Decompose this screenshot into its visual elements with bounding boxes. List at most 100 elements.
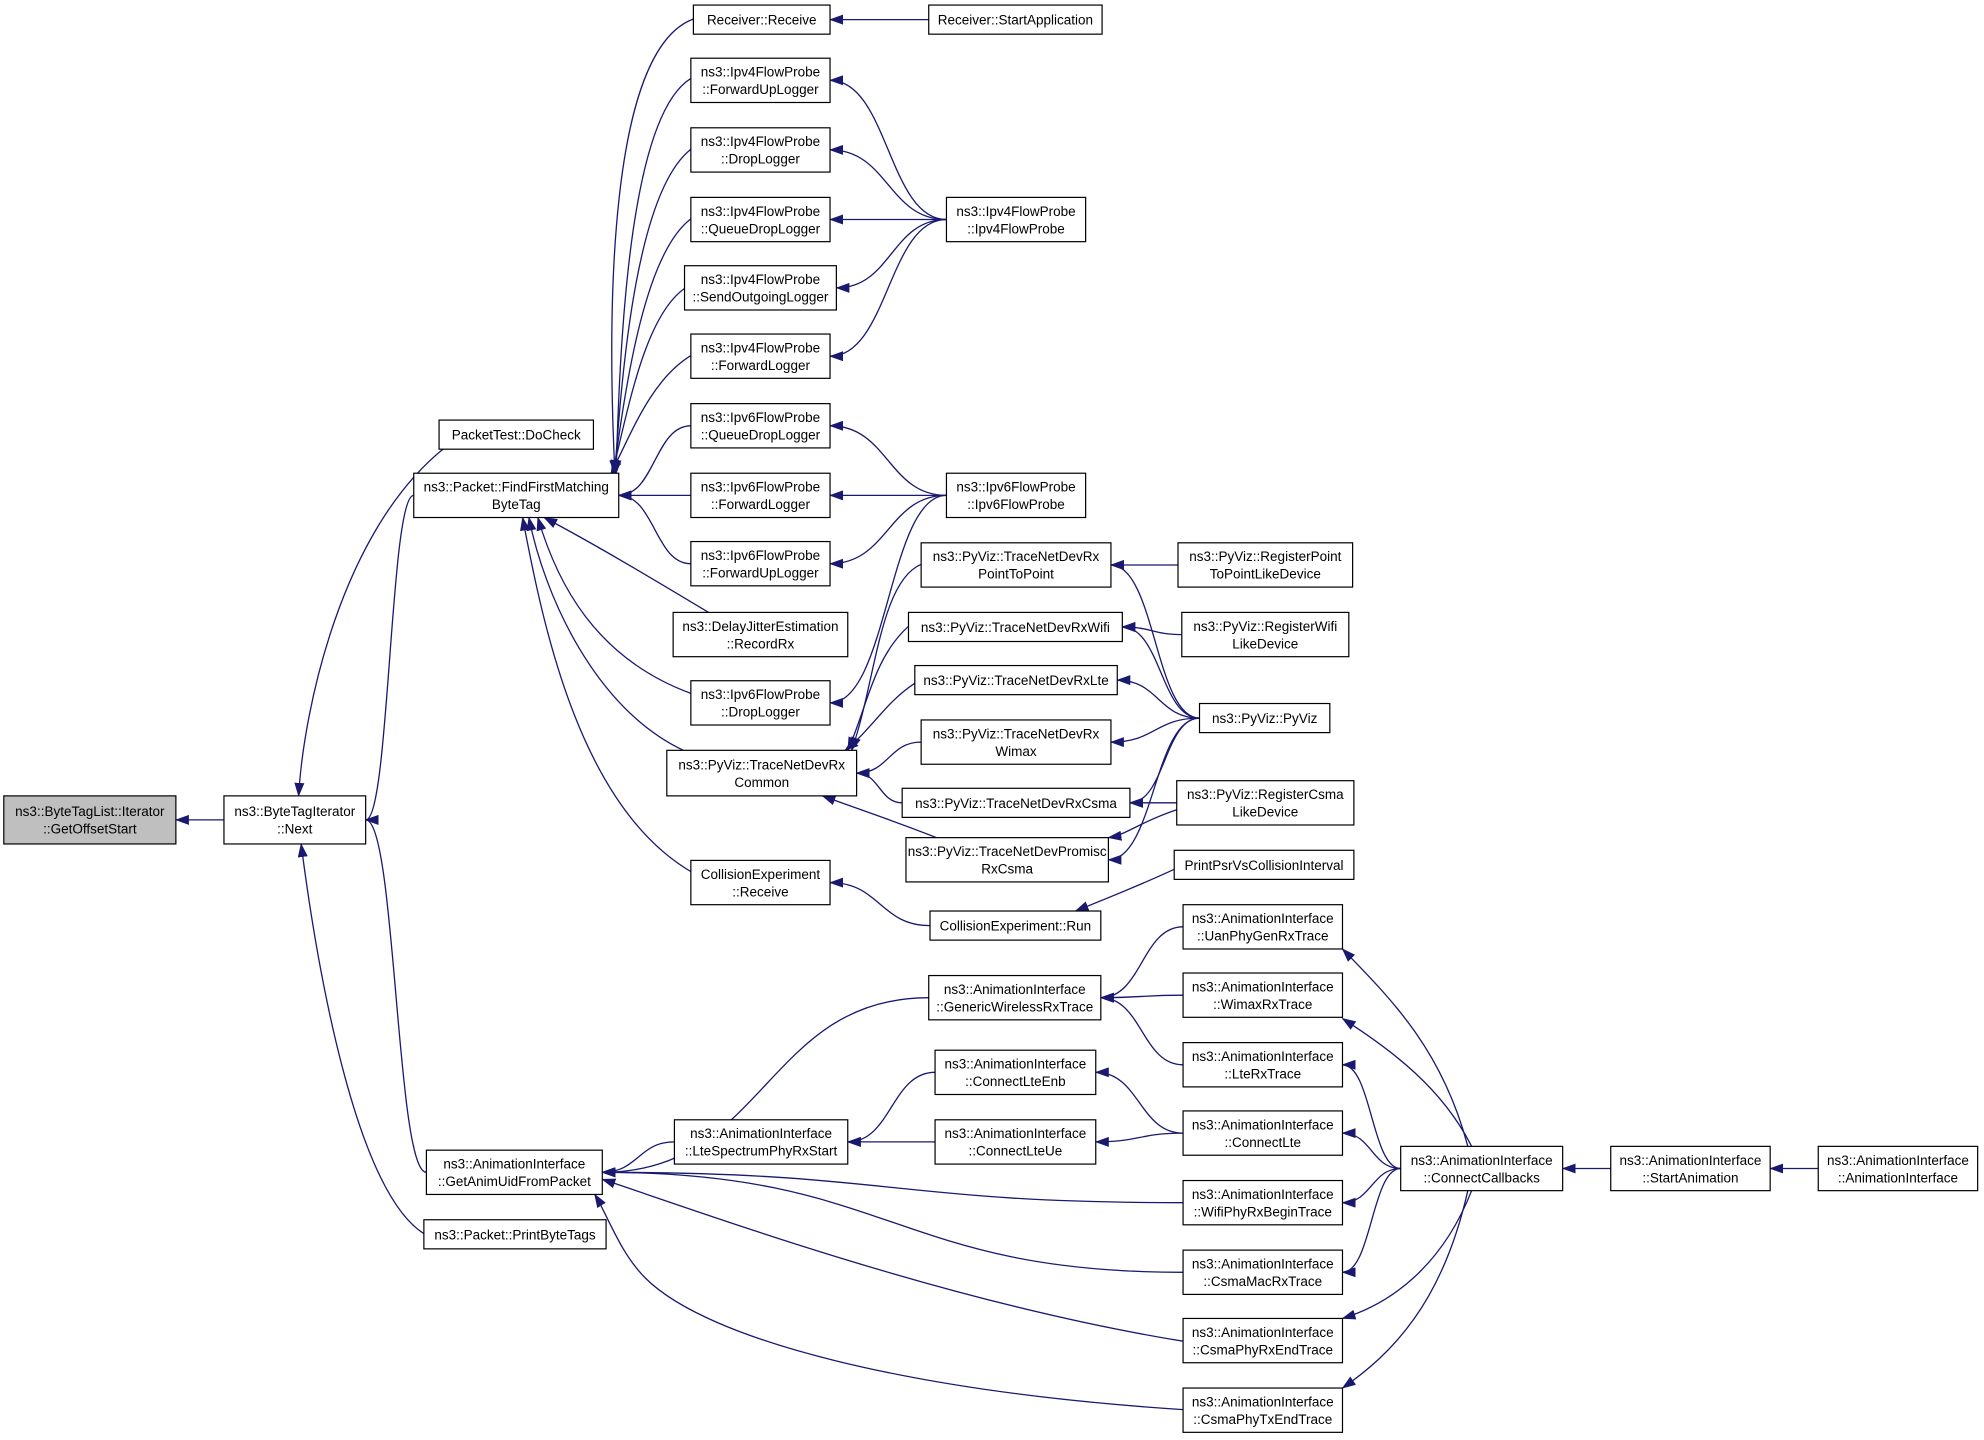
edge-connCb-to-lteRx bbox=[1341, 1059, 1401, 1170]
node-box bbox=[690, 403, 831, 449]
node-v4Probe[interactable]: ns3::Ipv4FlowProbe::Ipv4FlowProbe bbox=[945, 196, 1087, 243]
node-box bbox=[690, 196, 831, 243]
node-label-line: ns3::PyViz::RegisterCsma bbox=[1187, 787, 1344, 802]
node-printByteTags[interactable]: ns3::Packet::PrintByteTags bbox=[423, 1219, 607, 1250]
edge-pyviz-to-tPromisc bbox=[1107, 717, 1200, 865]
node-box bbox=[907, 611, 1123, 643]
node-v6FwdUp[interactable]: ns3::Ipv6FlowProbe::ForwardUpLogger bbox=[690, 540, 831, 587]
edge-v6FwdUp-to-findFirst bbox=[617, 490, 691, 565]
node-connLte[interactable]: ns3::AnimationInterface::ConnectLte bbox=[1182, 1110, 1344, 1156]
node-label-line: ::GetOffsetStart bbox=[43, 822, 137, 837]
node-csmaPhyRx[interactable]: ns3::AnimationInterface::CsmaPhyRxEndTra… bbox=[1182, 1317, 1344, 1364]
node-label-line: ns3::Ipv4FlowProbe bbox=[701, 204, 820, 219]
node-v4Fwd[interactable]: ns3::Ipv4FlowProbe::ForwardLogger bbox=[690, 333, 831, 379]
node-label-line: ns3::Ipv4FlowProbe bbox=[701, 134, 820, 149]
node-printPsr[interactable]: PrintPsrVsCollisionInterval bbox=[1173, 849, 1355, 880]
node-label-line: Receiver::StartApplication bbox=[938, 13, 1093, 28]
node-startAnim[interactable]: ns3::AnimationInterface::StartAnimation bbox=[1610, 1145, 1771, 1192]
node-next[interactable]: ns3::ByteTagIterator::Next bbox=[223, 795, 367, 845]
node-connEnb[interactable]: ns3::AnimationInterface::ConnectLteEnb bbox=[934, 1049, 1097, 1096]
node-wifiPhy[interactable]: ns3::AnimationInterface::WifiPhyRxBeginT… bbox=[1182, 1179, 1344, 1226]
node-csmaPhyTx[interactable]: ns3::AnimationInterface::CsmaPhyTxEndTra… bbox=[1182, 1387, 1344, 1433]
node-genWireless[interactable]: ns3::AnimationInterface::GenericWireless… bbox=[928, 974, 1102, 1021]
node-v6Fwd[interactable]: ns3::Ipv6FlowProbe::ForwardLogger bbox=[690, 472, 831, 519]
node-label-line: LikeDevice bbox=[1232, 805, 1298, 820]
node-label-line: ns3::PyViz::PyViz bbox=[1212, 711, 1318, 726]
node-label-line: ns3::Ipv6FlowProbe bbox=[701, 548, 820, 563]
node-csmaMac[interactable]: ns3::AnimationInterface::CsmaMacRxTrace bbox=[1182, 1249, 1344, 1296]
edge-tWifi-to-traceCommon bbox=[847, 625, 909, 752]
node-v4Drop[interactable]: ns3::Ipv4FlowProbe::DropLogger bbox=[690, 127, 831, 173]
node-label-line: ::QueueDropLogger bbox=[701, 221, 821, 236]
node-box bbox=[1173, 849, 1355, 880]
node-box bbox=[690, 57, 831, 104]
node-box bbox=[920, 542, 1112, 588]
node-v6Drop[interactable]: ns3::Ipv6FlowProbe::DropLogger bbox=[690, 680, 831, 726]
node-label-line: ns3::AnimationInterface bbox=[1192, 1325, 1334, 1340]
node-box bbox=[673, 1119, 849, 1165]
edge-v4Probe-to-v4Drop bbox=[829, 144, 947, 221]
node-connUe[interactable]: ns3::AnimationInterface::ConnectLteUe bbox=[934, 1119, 1097, 1165]
node-v6QDrop[interactable]: ns3::Ipv6FlowProbe::QueueDropLogger bbox=[690, 403, 831, 449]
edge-v4Send-to-findFirst bbox=[610, 287, 685, 475]
edge-tPromisc-to-traceCommon bbox=[821, 795, 937, 839]
edge-v4Drop-to-findFirst bbox=[610, 148, 692, 475]
edge-connEnb-to-lteSpec bbox=[846, 1071, 936, 1147]
node-box bbox=[945, 472, 1087, 519]
node-box bbox=[692, 4, 831, 35]
node-label-line: ::CsmaPhyRxEndTrace bbox=[1193, 1342, 1334, 1357]
edge-pyviz-to-tWifi bbox=[1121, 622, 1200, 719]
node-label-line: RxCsma bbox=[981, 862, 1033, 877]
node-lteSpec[interactable]: ns3::AnimationInterface::LteSpectrumPhyR… bbox=[673, 1119, 849, 1165]
node-wimaxRx[interactable]: ns3::AnimationInterface::WimaxRxTrace bbox=[1182, 972, 1344, 1018]
node-v6Probe[interactable]: ns3::Ipv6FlowProbe::Ipv6FlowProbe bbox=[945, 472, 1087, 519]
node-recvReceive[interactable]: Receiver::Receive bbox=[692, 4, 831, 35]
node-root[interactable]: ns3::ByteTagList::Iterator::GetOffsetSta… bbox=[3, 795, 177, 845]
node-getAnim[interactable]: ns3::AnimationInterface::GetAnimUidFromP… bbox=[425, 1149, 603, 1196]
node-box bbox=[1400, 1145, 1564, 1192]
node-box bbox=[1182, 1317, 1344, 1364]
edge-getAnim-to-next bbox=[364, 815, 427, 1173]
node-box bbox=[423, 1219, 607, 1250]
edge-connCb-to-wifiPhy bbox=[1341, 1167, 1401, 1208]
node-v4Send[interactable]: ns3::Ipv4FlowProbe::SendOutgoingLogger bbox=[683, 265, 837, 311]
node-doCheck[interactable]: PacketTest::DoCheck bbox=[438, 419, 595, 450]
node-label-line: ns3::Ipv6FlowProbe bbox=[701, 480, 820, 495]
node-tCsma[interactable]: ns3::PyViz::TraceNetDevRxCsma bbox=[901, 787, 1131, 818]
node-collRecv[interactable]: CollisionExperiment::Receive bbox=[690, 859, 831, 906]
node-box bbox=[928, 974, 1102, 1021]
node-tLte[interactable]: ns3::PyViz::TraceNetDevRxLte bbox=[914, 664, 1118, 696]
node-label-line: ::ForwardUpLogger bbox=[702, 565, 819, 580]
node-collRun[interactable]: CollisionExperiment::Run bbox=[929, 910, 1102, 941]
node-recvStart[interactable]: Receiver::StartApplication bbox=[928, 4, 1103, 35]
node-pyviz[interactable]: ns3::PyViz::PyViz bbox=[1198, 702, 1331, 734]
node-box bbox=[934, 1049, 1097, 1096]
node-box bbox=[905, 837, 1110, 883]
node-v4FwdUp[interactable]: ns3::Ipv4FlowProbe::ForwardUpLogger bbox=[690, 57, 831, 104]
node-label-line: ns3::AnimationInterface bbox=[1620, 1153, 1762, 1168]
node-label-line: ns3::Ipv6FlowProbe bbox=[956, 480, 1075, 495]
node-connCb[interactable]: ns3::AnimationInterface::ConnectCallback… bbox=[1400, 1145, 1564, 1192]
node-label-line: ns3::PyViz::TraceNetDevRxWifi bbox=[921, 620, 1110, 635]
node-regP2P[interactable]: ns3::PyViz::RegisterPointToPointLikeDevi… bbox=[1177, 542, 1354, 588]
node-tWifi[interactable]: ns3::PyViz::TraceNetDevRxWifi bbox=[907, 611, 1123, 643]
node-box bbox=[914, 664, 1118, 696]
node-box bbox=[690, 472, 831, 519]
node-label-line: ::Receive bbox=[732, 884, 788, 899]
node-v4QDrop[interactable]: ns3::Ipv4FlowProbe::QueueDropLogger bbox=[690, 196, 831, 243]
node-label-line: ::DropLogger bbox=[721, 152, 800, 167]
node-label-line: ns3::AnimationInterface bbox=[1192, 911, 1334, 926]
node-lteRx[interactable]: ns3::AnimationInterface::LteRxTrace bbox=[1182, 1042, 1344, 1088]
node-delayJitter[interactable]: ns3::DelayJitterEstimation::RecordRx bbox=[672, 611, 849, 658]
node-label-line: ToPointLikeDevice bbox=[1210, 567, 1321, 582]
node-animIface[interactable]: ns3::AnimationInterface::AnimationInterf… bbox=[1817, 1145, 1979, 1192]
node-uanPhy[interactable]: ns3::AnimationInterface::UanPhyGenRxTrac… bbox=[1182, 904, 1344, 950]
edge-connCb-to-wimaxRx bbox=[1341, 1018, 1473, 1147]
